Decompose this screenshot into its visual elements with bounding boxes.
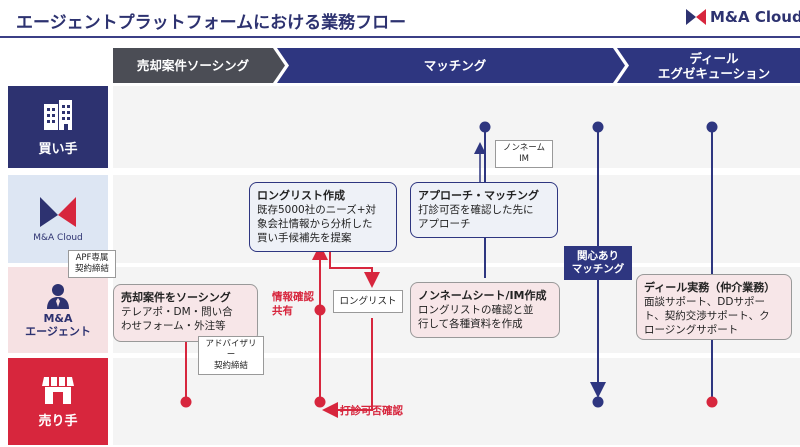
phase-deal-label: ディール エグゼキューション	[628, 48, 800, 83]
apf-contract-note: APF専属 契約締結	[68, 250, 116, 278]
approach-line2: アプローチ	[418, 218, 471, 230]
nonname-line1: ロングリストの確認と並	[418, 304, 534, 316]
shop-icon	[42, 376, 74, 404]
buyer-lane	[113, 86, 800, 168]
apf-contract-note-line1: APF専属	[75, 253, 109, 263]
advisory-contract-note: アドバイザリー 契約締結	[198, 336, 264, 375]
phase-deal-label-line1: ディール	[689, 50, 739, 66]
info-share-line1: 情報確認	[272, 291, 314, 303]
nonname-title: ノンネームシート/IM作成	[418, 289, 547, 302]
phase-deal-label-line2: エグゼキューション	[657, 65, 771, 81]
row-label-seller-text: 売り手	[38, 413, 78, 429]
row-label-buyer: 買い手	[8, 86, 108, 168]
logo-text: M&A Cloud	[710, 8, 800, 26]
sourcing-line1: テレアポ・DM・問い合	[121, 306, 233, 318]
approach-box: アプローチ・マッチング 打診可否を確認した先に アプローチ	[410, 182, 558, 238]
phase-matching-label: マッチング	[423, 58, 487, 73]
deal-line1: 面談サポート、DDサポー	[644, 296, 765, 308]
phase-2-arrow	[277, 48, 625, 83]
title-divider	[0, 36, 800, 38]
nonname-line2: 行して各種資料を作成	[418, 318, 523, 330]
deal-line3: ロージングサポート	[644, 324, 739, 336]
apf-contract-note-line2: 契約締結	[74, 264, 109, 274]
nonname-doc-line1: ノンネーム	[502, 143, 546, 153]
longlist-line1: 既存5000社のニーズ+対	[257, 204, 376, 216]
phase-3-arrow	[617, 48, 800, 83]
nonname-doc-line2: IM	[519, 154, 529, 164]
interest-line1: 関心あり	[577, 250, 619, 262]
nonname-sheet-box: ノンネームシート/IM作成 ロングリストの確認と並 行して各種資料を作成	[410, 282, 560, 338]
building-icon	[44, 99, 72, 130]
sourcing-line2: わせフォーム・外注等	[121, 320, 226, 332]
deal-execution-box: ディール実務（仲介業務） 面談サポート、DDサポー ト、契約交渉サポート、ク ロ…	[636, 274, 792, 340]
row-label-platform-text: M&A Cloud	[33, 233, 83, 243]
longlist-line2: 象会社情報から分析した	[257, 218, 373, 230]
phase-sourcing-label: 売却案件ソーシング	[136, 58, 250, 73]
row-label-seller: 売り手	[8, 358, 108, 445]
approach-title: アプローチ・マッチング	[418, 189, 539, 202]
longlist-box: ロングリスト作成 既存5000社のニーズ+対 象会社情報から分析した 買い手候補…	[249, 182, 397, 252]
phase-chevrons	[113, 48, 800, 83]
row-label-agent-line2: エージェント	[25, 324, 91, 338]
phase-1-arrow	[113, 48, 285, 83]
info-share-line2: 共有	[272, 305, 293, 317]
row-label-agent-line1: M&A	[43, 311, 73, 325]
interest-line2: マッチング	[571, 263, 625, 275]
info-share-label: 情報確認 共有	[272, 290, 314, 318]
deal-title: ディール実務（仲介業務）	[644, 281, 776, 294]
brand-logo: M&A Cloud	[686, 7, 800, 29]
m-logo-icon	[40, 197, 76, 227]
deal-line2: ト、契約交渉サポート、ク	[644, 310, 770, 322]
longlist-doc: ロングリスト	[333, 290, 403, 313]
person-icon	[47, 283, 69, 309]
confirm-label: 打診可否確認	[340, 405, 403, 417]
interest-matching-badge: 関心あり マッチング	[564, 246, 632, 280]
row-label-platform: M&A Cloud	[8, 175, 108, 263]
longlist-line3: 買い手候補先を提案	[257, 232, 352, 244]
sourcing-title: 売却案件をソーシング	[121, 291, 231, 304]
nonname-im-doc: ノンネーム IM	[495, 140, 553, 168]
page-title: エージェントプラットフォームにおける業務フロー	[16, 13, 407, 33]
row-label-agent: M&A エージェント	[8, 267, 108, 353]
longlist-title: ロングリスト作成	[257, 189, 345, 202]
approach-line1: 打診可否を確認した先に	[418, 204, 534, 216]
row-label-buyer-text: 買い手	[38, 141, 78, 157]
advisory-note-line1: アドバイザリー	[205, 339, 257, 360]
sourcing-box: 売却案件をソーシング テレアポ・DM・問い合 わせフォーム・外注等	[113, 284, 258, 342]
logo-mark-icon	[686, 9, 706, 25]
advisory-note-line2: 契約締結	[213, 361, 248, 371]
